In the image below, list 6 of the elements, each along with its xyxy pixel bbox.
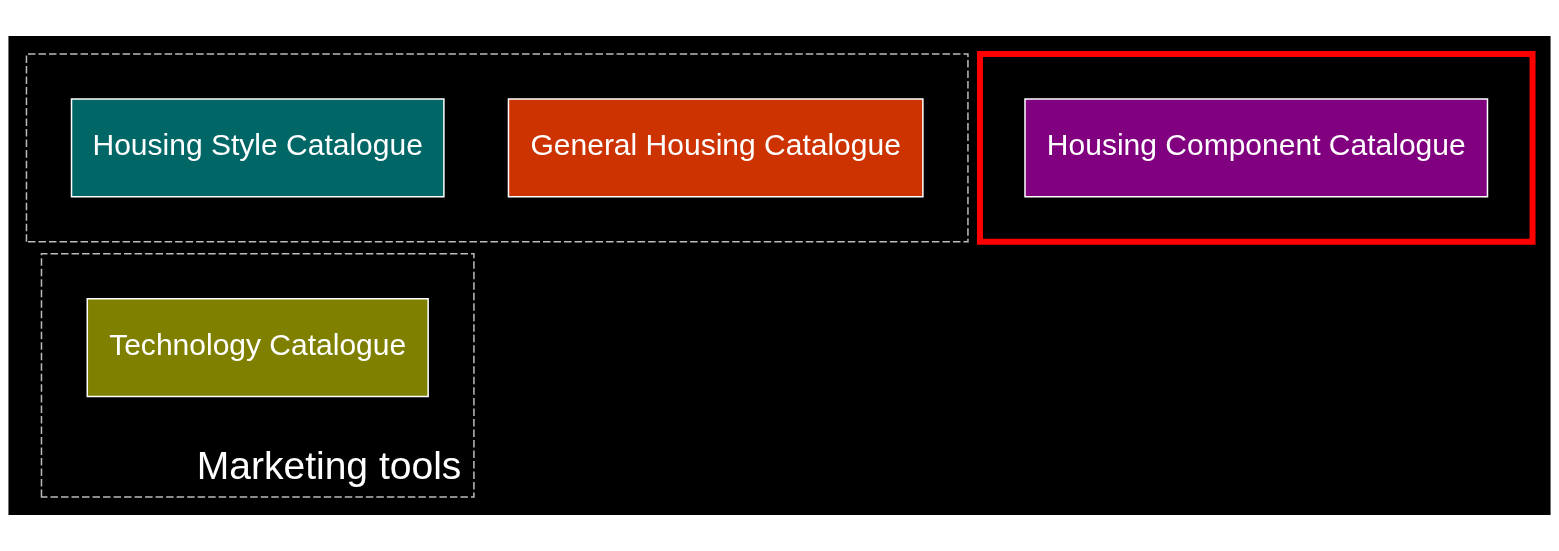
node-box: Housing Style Catalogue bbox=[70, 98, 445, 198]
node-box: Housing Component Catalogue bbox=[1024, 98, 1489, 198]
cluster bbox=[976, 51, 1536, 245]
node-box: Technology Catalogue bbox=[86, 298, 429, 398]
cluster bbox=[25, 53, 969, 243]
node-box: General Housing Catalogue bbox=[507, 98, 924, 198]
